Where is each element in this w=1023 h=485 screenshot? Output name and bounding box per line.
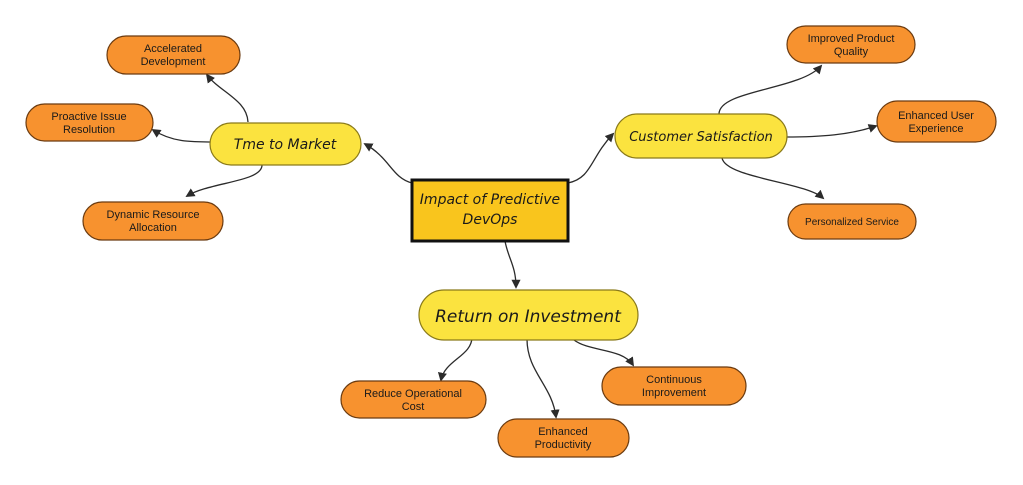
leaf-continuous-improvement-line-1: Continuous bbox=[646, 374, 702, 386]
leaf-enhanced-user-experience-line-2: Experience bbox=[908, 123, 963, 135]
leaf-improved-product-quality[interactable]: Improved Product Quality bbox=[786, 25, 916, 64]
leaf-reduce-operational-cost-line-2: Cost bbox=[402, 401, 425, 413]
branch-time-to-market-label: Tme to Market bbox=[234, 137, 337, 153]
branch-customer-satisfaction-label: Customer Satisfaction bbox=[629, 130, 773, 145]
central-node-line-1: Impact of Predictive bbox=[420, 192, 560, 208]
connector-time-to-market-to-dynamic bbox=[185, 164, 263, 197]
leaf-enhanced-productivity-line-2: Productivity bbox=[535, 439, 592, 451]
connector-time-to-market-to-proactive bbox=[151, 129, 215, 143]
central-node[interactable]: Impact of Predictive DevOps bbox=[410, 178, 570, 243]
connector-customer-satisfaction-to-quality bbox=[718, 64, 823, 115]
leaf-dynamic-resource-allocation-line-2: Allocation bbox=[129, 222, 177, 234]
connector-roi-to-productivity bbox=[526, 338, 560, 419]
leaf-enhanced-productivity-line-1: Enhanced bbox=[538, 426, 588, 438]
connector-roi-to-reduce-cost bbox=[437, 336, 473, 382]
connector-central-to-time-to-market bbox=[363, 143, 413, 184]
leaf-enhanced-user-experience-line-1: Enhanced User bbox=[898, 110, 974, 122]
leaf-proactive-issue-resolution-line-1: Proactive Issue bbox=[51, 111, 126, 123]
leaf-proactive-issue-resolution-line-2: Resolution bbox=[63, 124, 115, 136]
central-node-line-2: DevOps bbox=[463, 212, 518, 228]
branch-time-to-market[interactable]: Tme to Market bbox=[209, 122, 362, 166]
leaf-reduce-operational-cost-line-1: Reduce Operational bbox=[364, 388, 462, 400]
leaf-accelerated-development-line-1: Accelerated bbox=[144, 43, 202, 55]
leaf-dynamic-resource-allocation[interactable]: Dynamic Resource Allocation bbox=[82, 201, 224, 241]
leaf-improved-product-quality-line-1: Improved Product bbox=[808, 33, 895, 45]
leaf-enhanced-user-experience[interactable]: Enhanced User Experience bbox=[876, 100, 997, 143]
leaf-personalized-service-label: Personalized Service bbox=[805, 217, 899, 228]
connectors bbox=[151, 64, 878, 419]
branch-customer-satisfaction[interactable]: Customer Satisfaction bbox=[614, 113, 788, 159]
connector-customer-satisfaction-to-personalized bbox=[721, 157, 825, 200]
leaf-improved-product-quality-line-2: Quality bbox=[834, 46, 869, 58]
connector-central-to-customer-satisfaction bbox=[567, 132, 615, 184]
leaf-continuous-improvement-line-2: Improvement bbox=[642, 387, 706, 399]
leaf-continuous-improvement[interactable]: Continuous Improvement bbox=[601, 366, 747, 406]
leaf-dynamic-resource-allocation-line-1: Dynamic Resource bbox=[107, 209, 200, 221]
connector-customer-satisfaction-to-experience bbox=[785, 124, 878, 138]
branch-return-on-investment-label: Return on Investment bbox=[435, 307, 622, 327]
leaf-enhanced-productivity[interactable]: Enhanced Productivity bbox=[497, 418, 630, 458]
leaf-accelerated-development[interactable]: Accelerated Development bbox=[106, 35, 241, 75]
connector-roi-to-improvement bbox=[573, 339, 634, 367]
leaf-reduce-operational-cost[interactable]: Reduce Operational Cost bbox=[340, 380, 487, 419]
connector-central-to-roi bbox=[504, 240, 521, 289]
leaf-personalized-service[interactable]: Personalized Service bbox=[787, 203, 917, 240]
leaf-accelerated-development-line-2: Development bbox=[141, 56, 206, 68]
leaf-proactive-issue-resolution[interactable]: Proactive Issue Resolution bbox=[25, 103, 154, 142]
connector-time-to-market-to-accelerated bbox=[205, 73, 249, 123]
branch-return-on-investment[interactable]: Return on Investment bbox=[418, 289, 639, 341]
